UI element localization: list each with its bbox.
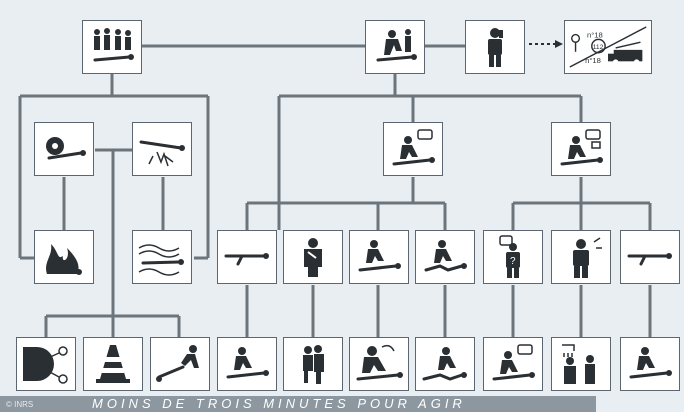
fire-hazard-box [34,230,94,284]
rescuer-kneeling-icon [629,347,672,379]
lying-victim-icon [627,253,672,266]
electric-spark-icon [139,140,185,167]
svg-text:?: ? [510,256,516,267]
unconscious-victim-box [217,230,277,284]
rescuer-kneeling-icon [358,240,401,272]
fire-icon [46,244,82,275]
person-question-icon: ? [499,235,520,278]
rescuer-victim-a-box [349,230,409,284]
rescuer-kneeling-icon [424,240,467,272]
cpr-compression-icon [356,344,403,381]
rinse-burn-box [551,337,611,391]
cpr-box [349,337,409,391]
machine-roller-icon [46,137,86,160]
rescuer-assess-box [365,20,425,74]
choking-victim-box [283,230,343,284]
rescuer-speech-icon [560,129,603,166]
check-response-2-box [551,122,611,176]
rescuer-kneeling-icon [226,347,269,379]
gas-hazard-box [132,230,192,284]
fire-truck-emergency-icon: n°18 112 n°18 [569,26,647,68]
traffic-cone-icon [96,345,130,383]
emergency-services-box: n°18 112 n°18 [564,20,652,74]
machine-hazard-box [34,122,94,176]
monitor-victim-box [483,337,543,391]
dotted-arrow [529,40,563,48]
electric-hazard-box [132,122,192,176]
power-switch-icon [23,346,68,384]
copyright-label: © INRS [6,400,34,409]
unknown-response-box: ? [483,230,543,284]
shower-rinse-icon [562,344,595,384]
rescuer-kneeling-icon [376,29,417,62]
badge-112: 112 [593,44,604,51]
person-phoning-icon [488,28,503,67]
gas-fumes-icon [138,244,184,276]
badge-n18-top: n°18 [587,30,603,39]
witnesses-box [82,20,142,74]
footer-title: MOINS DE TROIS MINUTES POUR AGIR [92,396,466,411]
safety-position-box [217,337,277,391]
rescuer-speech-icon [392,129,435,166]
cut-power-box [16,337,76,391]
badge-n18-bottom: n°18 [585,56,601,65]
heimlich-maneuver-icon [303,345,324,384]
cone-box [83,337,143,391]
dragging-victim-icon [156,345,199,382]
conscious-victim-box [551,230,611,284]
standing-person-icon [573,237,602,278]
rescuer-kneeling-icon [422,347,467,381]
rescuer-speech-icon [492,344,535,381]
heimlich-box [283,337,343,391]
recovery-position-box [415,337,475,391]
rescuer-victim-b-box [415,230,475,284]
check-response-1-box [383,122,443,176]
drag-victim-box [150,337,210,391]
protect-victim-box [620,337,680,391]
lying-victim-icon [224,253,269,266]
group-of-witnesses-icon [93,28,134,62]
footer-band: © INRS MOINS DE TROIS MINUTES POUR AGIR [0,396,596,412]
choking-person-icon [304,238,322,277]
phone-call-box [465,20,525,74]
lying-victim-box [620,230,680,284]
